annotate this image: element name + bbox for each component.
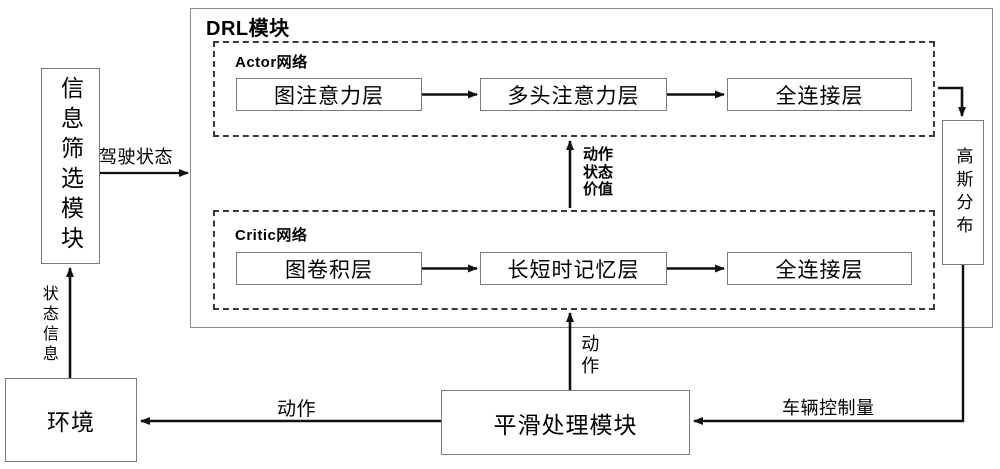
edge-label-vehicle-control: 车辆控制量 — [782, 398, 875, 418]
edge-label-value: 价值 — [582, 181, 613, 199]
smoothing-module[interactable]: 平滑处理模块 — [441, 390, 690, 455]
edge-label-action-state-value: 动作 状态 价值 — [580, 146, 616, 199]
critic-layer-lstm[interactable]: 长短时记忆层 — [480, 252, 667, 285]
edge-label-action-up: 动作 — [578, 334, 602, 378]
critic-network-region — [213, 210, 935, 310]
actor-layer-multihead-attention[interactable]: 多头注意力层 — [480, 78, 667, 111]
critic-layer-fully-connected[interactable]: 全连接层 — [727, 252, 912, 285]
actor-layer-graph-attention[interactable]: 图注意力层 — [236, 78, 422, 111]
critic-network-title: Critic网络 — [235, 227, 308, 244]
information-filter-module[interactable]: 信息筛选模块 — [41, 68, 100, 264]
actor-layer-fully-connected[interactable]: 全连接层 — [727, 78, 912, 111]
drl-module-title: DRL模块 — [206, 18, 290, 40]
edge-label-state-info-ch1: 状态信息 — [39, 285, 57, 365]
gaussian-distribution-module[interactable]: 高斯分布 — [942, 120, 984, 265]
actor-network-title: Actor网络 — [235, 54, 308, 71]
environment-module[interactable]: 环境 — [5, 378, 137, 462]
edge-label-action-left: 动作 — [277, 399, 317, 420]
edge-label-action-up-text: 动作 — [579, 334, 600, 378]
edge-label-action: 动作 — [582, 146, 613, 163]
critic-layer-graph-conv[interactable]: 图卷积层 — [236, 252, 422, 285]
actor-network-region — [213, 41, 935, 137]
edge-label-state-info: 状态信息 — [38, 285, 58, 365]
edge-label-driving-state: 驾驶状态 — [99, 147, 173, 167]
edge-label-state: 状态 — [582, 163, 613, 181]
